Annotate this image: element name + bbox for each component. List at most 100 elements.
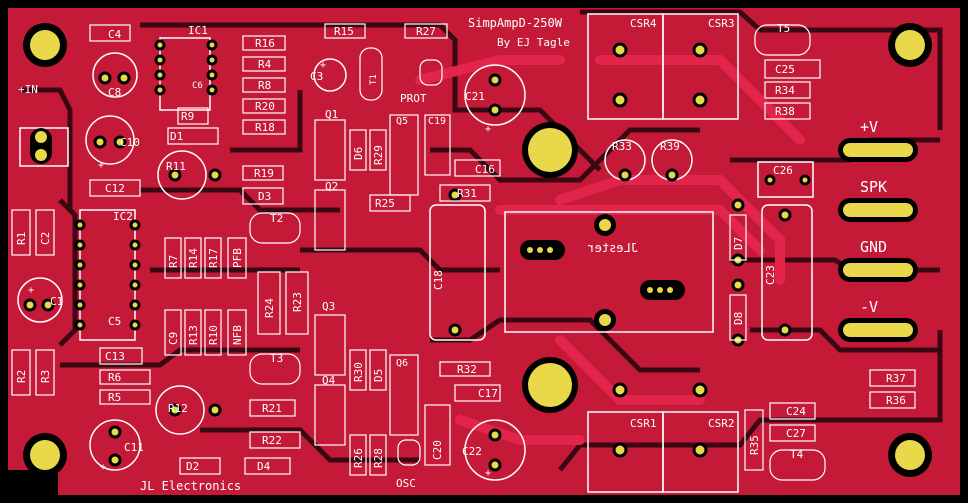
d3-label: D3 <box>258 190 271 203</box>
nfb-label: NFB <box>231 325 244 345</box>
ic-pads <box>74 39 218 331</box>
r37-label: R37 <box>886 372 906 385</box>
d6-top-label: D6 <box>352 147 365 160</box>
c23-label: C23 <box>764 265 777 285</box>
vertical-labels: R1 C2 R2 R3 R7 R14 R17 PFB C9 R13 R10 NF… <box>15 74 777 468</box>
input-label: +IN <box>18 83 38 96</box>
r17-label: R17 <box>207 248 220 268</box>
c13-label: C13 <box>105 350 125 363</box>
c27-label: C27 <box>786 427 806 440</box>
r16-label: R16 <box>255 37 275 50</box>
board-title: SimpAmpD-250W <box>468 16 563 30</box>
r20-label: R20 <box>255 100 275 113</box>
csr4-label: CSR4 <box>630 17 657 30</box>
copper-traces <box>415 55 805 445</box>
csr2-label: CSR2 <box>708 417 735 430</box>
c9-label: C9 <box>167 332 180 345</box>
r18-label: R18 <box>255 121 275 134</box>
mounting-holes <box>23 23 932 477</box>
q3-label: Q3 <box>322 300 335 313</box>
d8-label: D8 <box>732 312 745 325</box>
c4-label: C4 <box>108 28 122 41</box>
r26-label: R26 <box>352 448 365 468</box>
c22-label: C22 <box>462 445 482 458</box>
r34-label: R34 <box>775 84 795 97</box>
c5-label: C5 <box>108 315 121 328</box>
r29-label: R29 <box>372 145 385 165</box>
r3-label: R3 <box>39 370 52 383</box>
r14-label: R14 <box>187 248 200 268</box>
svg-text:+: + <box>320 60 326 71</box>
silkscreen-labels: SimpAmpD-250W By EJ Tagle JL Electronics… <box>18 16 906 493</box>
r23-label: R23 <box>291 292 304 312</box>
ic1-label: IC1 <box>188 24 208 37</box>
r5-label: R5 <box>108 391 121 404</box>
q5-label: Q5 <box>396 116 408 127</box>
pfb-label: PFB <box>231 248 244 268</box>
r10-label: R10 <box>207 325 220 345</box>
r13-label: R13 <box>187 325 200 345</box>
r1-label: R1 <box>15 232 28 245</box>
d5-label: D5 <box>372 369 385 382</box>
r31-label: R31 <box>457 187 477 200</box>
osc-label: OSC <box>396 477 416 490</box>
vminus-label: -V <box>860 298 878 316</box>
c25-label: C25 <box>775 63 795 76</box>
d4-label: D4 <box>257 460 271 473</box>
r33-label: R33 <box>612 140 632 153</box>
part-outlines <box>11 23 916 481</box>
ic2-body <box>79 209 136 341</box>
c19-label: C19 <box>428 116 446 127</box>
r6-label: R6 <box>108 371 121 384</box>
r28-label: R28 <box>372 448 385 468</box>
c24-label: C24 <box>786 405 806 418</box>
c8-label: C8 <box>108 86 121 99</box>
c3-label: C3 <box>310 70 323 83</box>
t4-label: T4 <box>790 448 804 461</box>
c10-label: C10 <box>120 136 140 149</box>
csr1-label: CSR1 <box>630 417 657 430</box>
r4-label: R4 <box>258 58 272 71</box>
svg-text:+: + <box>28 285 34 296</box>
c18-label: C18 <box>432 270 445 290</box>
inductor-pads <box>520 214 685 331</box>
r32-label: R32 <box>457 363 477 376</box>
q2-label: Q2 <box>325 180 338 193</box>
gnd-label: GND <box>860 238 887 256</box>
r39-label: R39 <box>660 140 680 153</box>
c21-label: C21 <box>465 90 485 103</box>
d2-label: D2 <box>186 460 199 473</box>
c2-label: C2 <box>39 232 52 245</box>
r25-label: R25 <box>375 197 395 210</box>
r27-label: R27 <box>416 25 436 38</box>
r9-label: R9 <box>181 110 194 123</box>
vplus-label: +V <box>860 118 878 136</box>
d1-label: D1 <box>170 130 183 143</box>
svg-text:+: + <box>485 468 491 479</box>
mirrored-label: JLester <box>587 241 638 255</box>
r35-label: R35 <box>748 435 761 455</box>
company-label: JL Electronics <box>140 479 241 493</box>
r12-label: R12 <box>168 402 188 415</box>
r7-label: R7 <box>167 255 180 268</box>
inductor-outline <box>429 13 814 493</box>
c12-label: C12 <box>105 182 125 195</box>
copper-pour <box>8 8 960 495</box>
t2-label: T2 <box>270 212 283 225</box>
c1-label: C1 <box>50 295 63 308</box>
r2-label: R2 <box>15 370 28 383</box>
r21-label: R21 <box>262 402 282 415</box>
svg-text:+: + <box>98 160 104 171</box>
input-pads <box>30 128 52 164</box>
t3-label: T3 <box>270 352 283 365</box>
c16-label: C16 <box>475 163 495 176</box>
q4-label: Q4 <box>322 374 336 387</box>
t5-label: T5 <box>777 22 790 35</box>
svg-text:+: + <box>100 462 106 473</box>
r36-label: R36 <box>886 394 906 407</box>
r38-label: R38 <box>775 105 795 118</box>
c11-label: C11 <box>124 441 144 454</box>
r11-label: R11 <box>166 160 186 173</box>
